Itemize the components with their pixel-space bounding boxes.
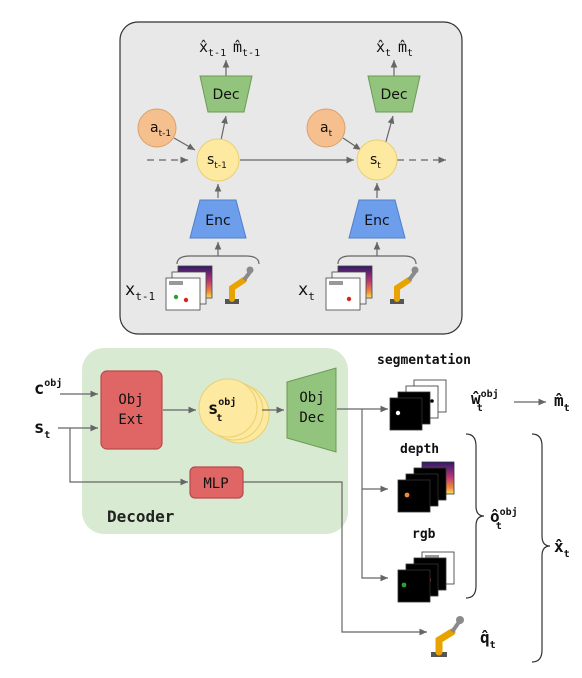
observation-stack-curr <box>325 265 373 311</box>
action-label-curr: at <box>320 120 333 139</box>
enc-block-curr <box>348 199 406 239</box>
enc-block-prev <box>189 199 247 239</box>
action-node-prev <box>137 108 177 148</box>
segmentation-label: segmentation <box>377 353 471 368</box>
robot-arm-icon <box>431 616 464 657</box>
mlp-label: MLP <box>203 476 228 492</box>
state-label-prev: st-1 <box>207 152 227 171</box>
obj-dec-line2: Dec <box>299 410 324 426</box>
x-t-label: x̂t <box>554 537 570 560</box>
s-t-label: st <box>34 418 50 441</box>
output-m-prev: m̂t-1 <box>233 38 260 59</box>
action-label-prev: at-1 <box>150 120 171 139</box>
rgb-images <box>397 551 455 603</box>
robot-arm-icon <box>390 266 419 304</box>
state-label-curr: st <box>370 152 381 171</box>
rgb-label: rgb <box>412 527 436 542</box>
output-x-prev: x̂t-1 <box>199 38 226 59</box>
obj-dec-line1: Obj <box>299 390 324 406</box>
step-curr: x̂t m̂t Dec at st Enc xt <box>298 38 421 311</box>
obj-ext-line2: Ext <box>118 412 143 428</box>
enc-label-curr: Enc <box>364 213 389 229</box>
enc-label-prev: Enc <box>205 213 230 229</box>
input-label-prev: xt-1 <box>125 280 155 303</box>
dec-block-prev <box>199 75 253 113</box>
robot-arm-icon <box>225 266 254 304</box>
obj-ext-block <box>100 370 163 450</box>
depth-label: depth <box>400 442 439 457</box>
state-node-curr <box>356 139 398 181</box>
q-t-label: q̂t <box>480 628 496 651</box>
action-node-curr <box>306 108 346 148</box>
step-prev: x̂t-1 m̂t-1 Dec at-1 st-1 Enc xt-1 <box>125 38 260 311</box>
c-obj-label: cobj <box>34 377 62 399</box>
obj-ext-line1: Obj <box>118 392 143 408</box>
dec-block-curr <box>367 75 421 113</box>
x-t-brace <box>531 433 551 663</box>
segmentation-masks <box>389 379 447 431</box>
state-node-prev <box>196 138 240 182</box>
object-slots <box>198 378 270 444</box>
dec-label-prev: Dec <box>212 87 239 103</box>
m-t-label: m̂t <box>554 391 570 414</box>
decoder-label: Decoder <box>107 507 174 526</box>
observation-stack-prev <box>165 265 213 311</box>
output-m-curr: m̂t <box>398 38 413 59</box>
obj-dec-block <box>286 367 337 453</box>
output-x-curr: x̂t <box>376 38 391 59</box>
input-label-curr: xt <box>298 280 315 303</box>
depth-maps <box>397 461 455 513</box>
dec-label-curr: Dec <box>380 87 407 103</box>
o-obj-brace <box>465 433 485 599</box>
